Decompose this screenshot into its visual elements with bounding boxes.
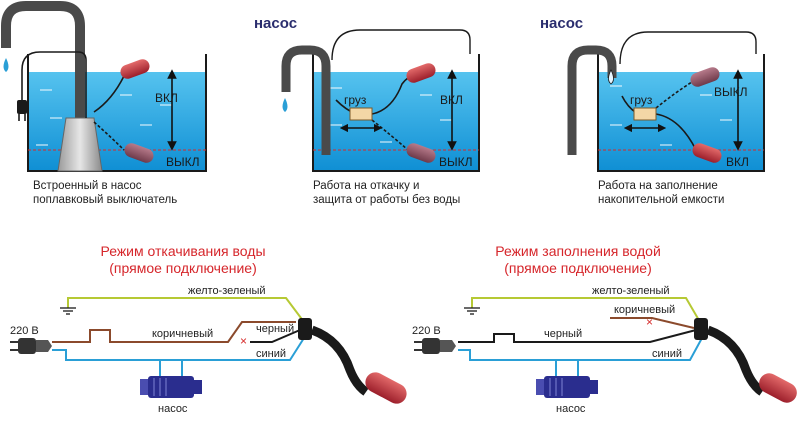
- water-drop-icon: [3, 58, 9, 72]
- wire-brown-label: коричневый: [614, 304, 675, 316]
- wire-black-label: черный: [544, 328, 582, 340]
- power-cord: [21, 51, 87, 118]
- wire-brown: [610, 317, 695, 329]
- caption-line2: накопительной емкости: [598, 194, 724, 206]
- discharge-hose: [1, 1, 85, 118]
- tank-wall: [312, 54, 480, 172]
- float-switch: [365, 372, 407, 404]
- on-label: ВКЛ: [726, 155, 749, 169]
- wiring-title-line2: (прямое подключение): [109, 260, 257, 276]
- off-label: ВЫКЛ: [714, 85, 748, 99]
- panel-builtin-float: ВКЛ ВЫКЛ Встроенный в насос поплавковый …: [1, 1, 207, 206]
- water-drop-icon: [282, 98, 288, 112]
- tank-wall: [27, 54, 207, 172]
- on-label: ВКЛ: [155, 91, 178, 105]
- pump-motor-icon: [536, 376, 598, 398]
- pump-label: насос: [540, 15, 583, 32]
- caption-line1: Встроенный в насос: [33, 180, 142, 192]
- fill-hose: [567, 45, 617, 155]
- float-switch-off: [406, 143, 436, 163]
- panel-fill-mode: насос груз ВЫКЛ ВКЛ Работа на заполнение…: [540, 15, 765, 206]
- wire-brown: [52, 321, 296, 343]
- tank-wall: [597, 54, 765, 172]
- float-switch-off: [690, 67, 720, 87]
- panel-drain-mode: насос груз ВКЛ ВЫКЛ Работа на откачку и …: [254, 15, 480, 206]
- float-cable-up: [93, 75, 125, 113]
- off-label: ВЫКЛ: [439, 155, 473, 169]
- off-label: ВЫКЛ: [166, 155, 200, 169]
- junction-box: [298, 318, 312, 340]
- pump-label: насос: [254, 15, 297, 32]
- caption-line2: поплавковый выключатель: [33, 194, 177, 206]
- ground-icon: [464, 307, 480, 315]
- discharge-hose: [281, 45, 331, 155]
- float-switch-on: [120, 59, 150, 79]
- wiring-fill-mode: Режим заполнения водой (прямое подключен…: [412, 243, 797, 415]
- wire-yellow-green: [471, 297, 701, 323]
- plug-icon: [17, 100, 27, 121]
- on-label: ВКЛ: [440, 93, 463, 107]
- pump-label: насос: [158, 403, 188, 415]
- wiring-title-line1: Режим откачивания воды: [100, 243, 265, 259]
- voltage-label: 220 В: [10, 325, 39, 337]
- wire-blue-label: синий: [256, 348, 286, 360]
- voltage-label: 220 В: [412, 325, 441, 337]
- caption-line1: Работа на откачку и: [313, 180, 419, 192]
- pump-body: [57, 117, 103, 172]
- pump-label: насос: [556, 403, 586, 415]
- weight-block: [633, 107, 657, 121]
- power-cord: [331, 29, 471, 61]
- wire-yellow-green: [67, 297, 305, 323]
- float-switch: [759, 373, 797, 403]
- wiring-drain-mode: Режим откачивания воды (прямое подключен…: [10, 243, 407, 415]
- wire-brown-label: коричневый: [152, 328, 213, 340]
- plug-icon: [10, 338, 52, 354]
- weight-block: [349, 107, 373, 121]
- wire-black: [458, 329, 697, 343]
- wire-blue: [458, 337, 703, 361]
- wire-black-label: черный: [256, 323, 294, 335]
- weight-label: груз: [630, 93, 653, 107]
- water-drop-icon: [608, 69, 614, 85]
- ground-icon: [60, 307, 76, 315]
- caption-line1: Работа на заполнение: [598, 180, 718, 192]
- wire-black: [250, 329, 301, 343]
- pump-motor-icon: [140, 376, 202, 398]
- wire-yg-label: желто-зеленый: [188, 285, 266, 297]
- caption-line2: защита от работы без воды: [313, 194, 460, 206]
- wiring-title-line2: (прямое подключение): [504, 260, 652, 276]
- wire-blue: [52, 337, 305, 361]
- cut-mark-icon: ×: [240, 334, 247, 348]
- float-cable-down: [93, 121, 125, 151]
- wire-yg-label: желто-зеленый: [592, 285, 670, 297]
- weight-label: груз: [344, 93, 367, 107]
- float-switch-on: [692, 143, 722, 163]
- wiring-title-line1: Режим заполнения водой: [495, 243, 661, 259]
- plug-icon: [414, 338, 456, 354]
- float-cable: [310, 325, 369, 396]
- cut-mark-icon: ×: [646, 315, 653, 329]
- float-cable: [706, 325, 765, 396]
- float-switch-on: [406, 63, 436, 83]
- junction-box: [694, 318, 708, 340]
- power-cord: [619, 31, 757, 65]
- water-ripples: [610, 85, 732, 146]
- wire-blue-label: синий: [652, 348, 682, 360]
- float-switch-off: [124, 143, 154, 163]
- float-cable-up: [655, 81, 693, 109]
